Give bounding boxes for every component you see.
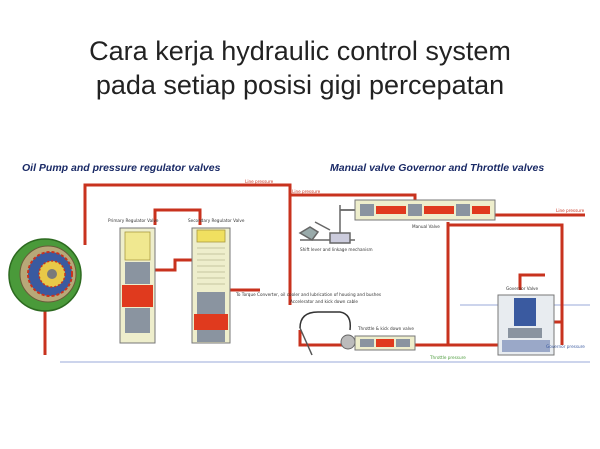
diagram-labels: Primary Regulator Valve Secondary Regula… — [108, 179, 585, 360]
primary-valve-spool-lower — [125, 308, 150, 333]
label-throttle-valve: Throttle & kick down valve — [357, 326, 414, 331]
accelerator-pedal — [299, 327, 313, 356]
shift-lever-top-link — [314, 221, 331, 231]
secondary-valve-spring-coils — [197, 247, 225, 285]
manual-valve-land-2 — [408, 204, 422, 216]
governor-shaft — [502, 340, 550, 352]
oil-pressure-lines — [43, 183, 585, 355]
shift-lever-mechanism — [298, 205, 355, 244]
label-shift-lever: Shift lever and linkage mechanism — [300, 247, 373, 252]
throttle-valve-land-1 — [360, 339, 374, 347]
label-throttle-pressure: Throttle pressure — [429, 355, 466, 360]
label-converter: To Torque Converter, oil cooler and lubr… — [235, 292, 381, 297]
secondary-valve-pressure-chamber — [194, 314, 228, 330]
oil-line-to-manual-valve — [290, 193, 417, 200]
label-governor-pressure: Governor pressure — [546, 344, 585, 349]
oil-pump — [8, 238, 82, 312]
throttle-valve-pressure — [376, 339, 394, 347]
label-primary-valve: Primary Regulator Valve — [108, 218, 159, 223]
manual-valve-pressure-1 — [376, 206, 406, 214]
label-line-pressure-mid: Line pressure — [292, 189, 321, 194]
oil-line-feed — [150, 258, 200, 272]
slide-title-line-1: Cara kerja hydraulic control system — [89, 36, 511, 66]
label-manual-valve: Manual Valve — [412, 224, 440, 229]
secondary-valve-spring-top — [196, 229, 226, 243]
oil-line-primary-secondary — [153, 208, 202, 225]
oil-line-manual-to-throttle — [446, 222, 500, 347]
manual-valve-land-1 — [360, 204, 374, 216]
primary-valve-spool-upper — [125, 262, 150, 284]
oil-line-governor-feed — [518, 273, 545, 290]
governor-weight — [514, 298, 536, 326]
primary-regulator-valve — [119, 227, 156, 344]
throttle-cam — [340, 334, 356, 350]
secondary-valve-spool-upper — [197, 292, 225, 314]
shift-lever-handle — [298, 226, 320, 241]
section-heading-oil-pump: Oil Pump and pressure regulator valves — [22, 162, 221, 174]
manual-valve-pressure-2 — [424, 206, 454, 214]
primary-valve-spring — [124, 231, 151, 261]
oil-line-manual-to-governor — [448, 223, 564, 345]
slide-title-line-2: pada setiap posisi gigi percepatan — [95, 70, 505, 100]
pump-shaft — [47, 269, 57, 279]
secondary-regulator-valve — [191, 227, 231, 344]
governor-spool — [508, 328, 542, 338]
primary-valve-pressure-chamber — [122, 285, 153, 307]
oil-line-throttle-left — [298, 330, 345, 347]
accelerator-cable-assembly — [299, 311, 416, 356]
accelerator-cable — [299, 311, 352, 331]
label-accelerator-cable: Accelerator and kick down cable — [290, 299, 358, 304]
manual-valve — [340, 199, 496, 221]
governor-valve — [497, 294, 555, 356]
section-heading-manual-valve: Manual valve Governor and Throttle valve… — [330, 162, 545, 174]
label-secondary-valve: Secondary Regulator Valve — [188, 218, 245, 223]
manual-valve-pressure-3 — [472, 206, 490, 214]
secondary-valve-spool-lower — [197, 330, 225, 342]
label-line-pressure-right: Line pressure — [556, 208, 585, 213]
label-governor-valve: Governor Valve — [506, 286, 539, 291]
label-line-pressure-top: Line pressure — [245, 179, 274, 184]
throttle-valve-land-2 — [396, 339, 410, 347]
manual-valve-land-3 — [456, 204, 470, 216]
shift-lever-pivot — [329, 232, 351, 244]
oil-line-pump-to-valves — [83, 183, 292, 305]
